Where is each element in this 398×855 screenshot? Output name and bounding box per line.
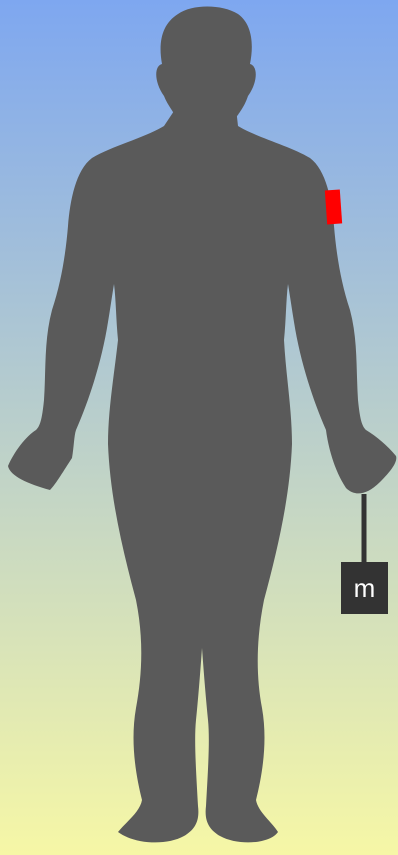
muscle-marker [325, 189, 342, 224]
head [156, 7, 256, 119]
weight-label: m [354, 573, 376, 603]
